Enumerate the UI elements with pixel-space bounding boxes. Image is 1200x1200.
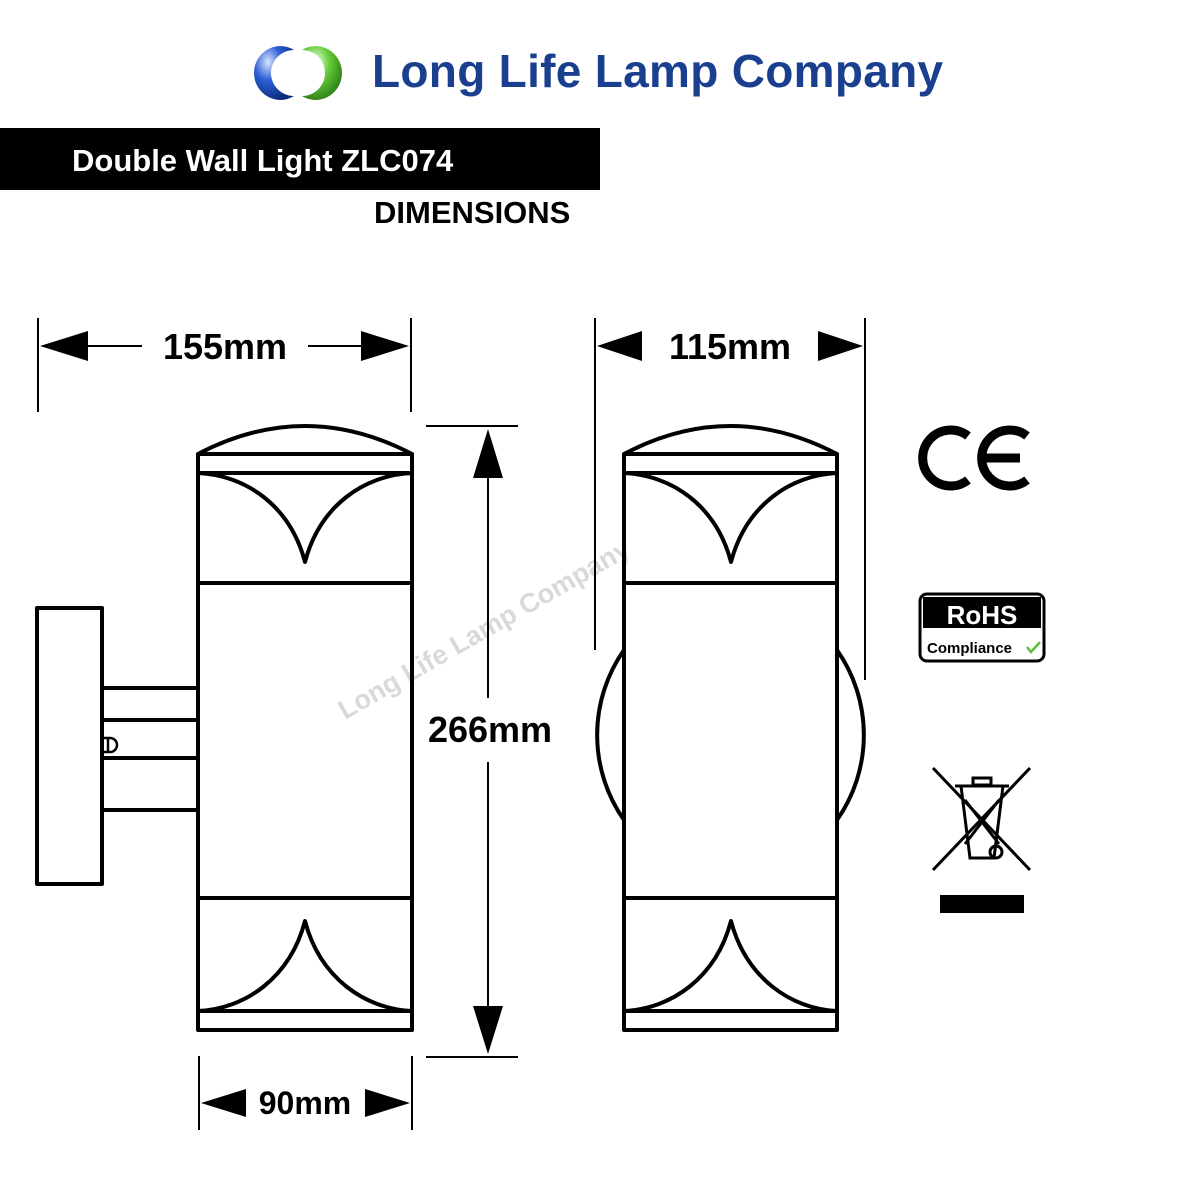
watermark-text: Long Life Lamp Company [333, 533, 635, 725]
company-name: Long Life Lamp Company [372, 45, 944, 97]
check-icon [1026, 641, 1041, 654]
dim-body-width: 90mm [259, 1085, 352, 1121]
front-view [595, 424, 866, 1032]
title-bar [0, 128, 600, 190]
side-view [35, 424, 414, 1032]
ce-mark-icon [918, 425, 1030, 491]
logo-rings-icon [253, 46, 343, 100]
side-body [196, 452, 414, 1032]
weee-bar [940, 895, 1024, 913]
section-heading: DIMENSIONS [374, 195, 571, 230]
dim-height: 266mm [428, 709, 552, 750]
rohs-label: RoHS [947, 600, 1018, 630]
dim-front-width: 115mm [669, 326, 791, 367]
product-title: Double Wall Light ZLC074 [72, 143, 454, 178]
rohs-badge: RoHS Compliance [918, 592, 1046, 663]
wall-plate [35, 606, 104, 886]
crossed-bin-icon [931, 766, 1032, 872]
front-body [622, 452, 839, 1032]
dim-side-width: 155mm [163, 326, 287, 367]
rohs-compliance-label: Compliance [927, 640, 1012, 657]
